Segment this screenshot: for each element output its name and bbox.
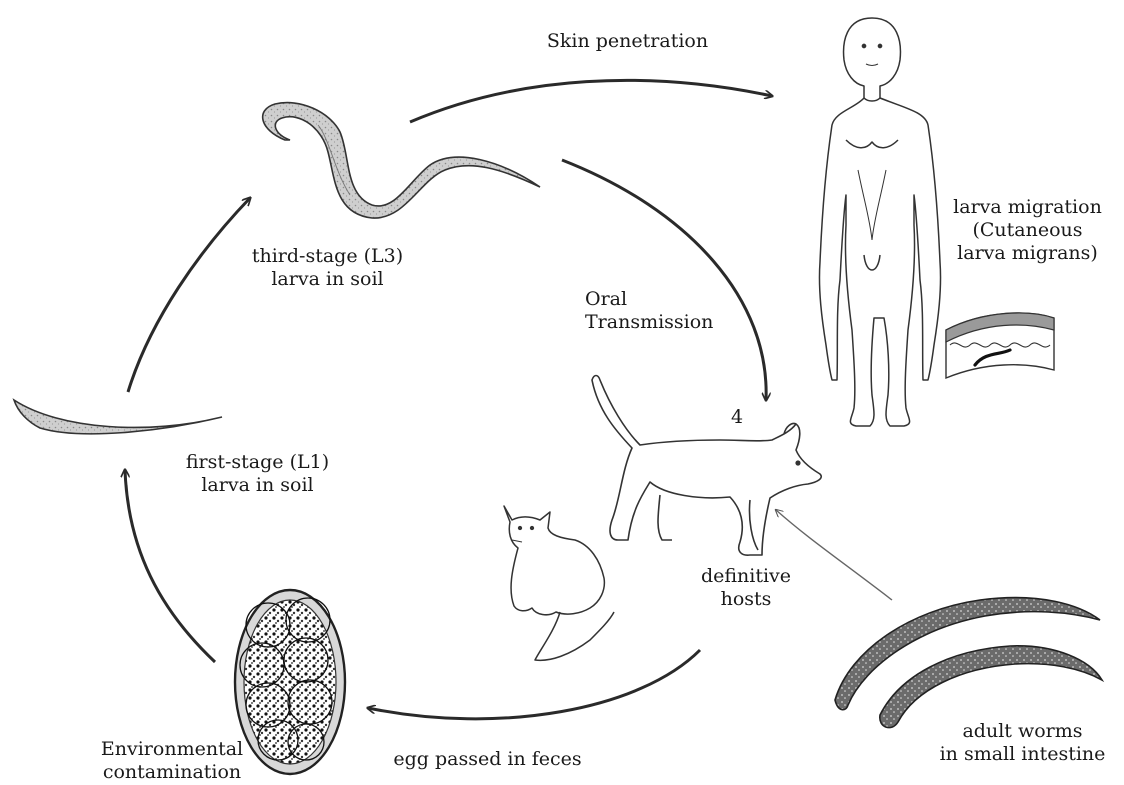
label-oral-transmission: Oral Transmission [585, 288, 755, 334]
label-third-stage: third-stage (L3) larva in soil [235, 245, 420, 291]
label-adult-worms: adult worms in small intestine [920, 720, 1124, 766]
human-figure-icon [819, 18, 940, 426]
adult-worms-icon [835, 598, 1102, 728]
label-environmental: Environmental contamination [72, 738, 272, 784]
arrow-skin-penetration [410, 80, 772, 122]
label-first-stage: first-stage (L1) larva in soil [165, 451, 350, 497]
label-larva-migration: larva migration (Cutaneous larva migrans… [935, 196, 1120, 265]
arrow-oral-transmission [562, 160, 766, 400]
arrow-l1-to-l3 [128, 198, 250, 392]
l1-larva-icon [14, 400, 222, 434]
skin-section-icon [946, 313, 1054, 378]
dog-icon [592, 376, 821, 556]
label-definitive-hosts: definitive hosts [676, 565, 816, 611]
label-egg-passed: egg passed in feces [380, 748, 595, 771]
label-step-number: 4 [722, 406, 752, 429]
arrow-environment-to-l1 [125, 470, 215, 662]
label-skin-penetration: Skin penetration [520, 30, 735, 53]
cat-icon [504, 506, 614, 660]
l3-larva-icon [263, 103, 540, 218]
arrow-egg-passed [368, 650, 700, 719]
